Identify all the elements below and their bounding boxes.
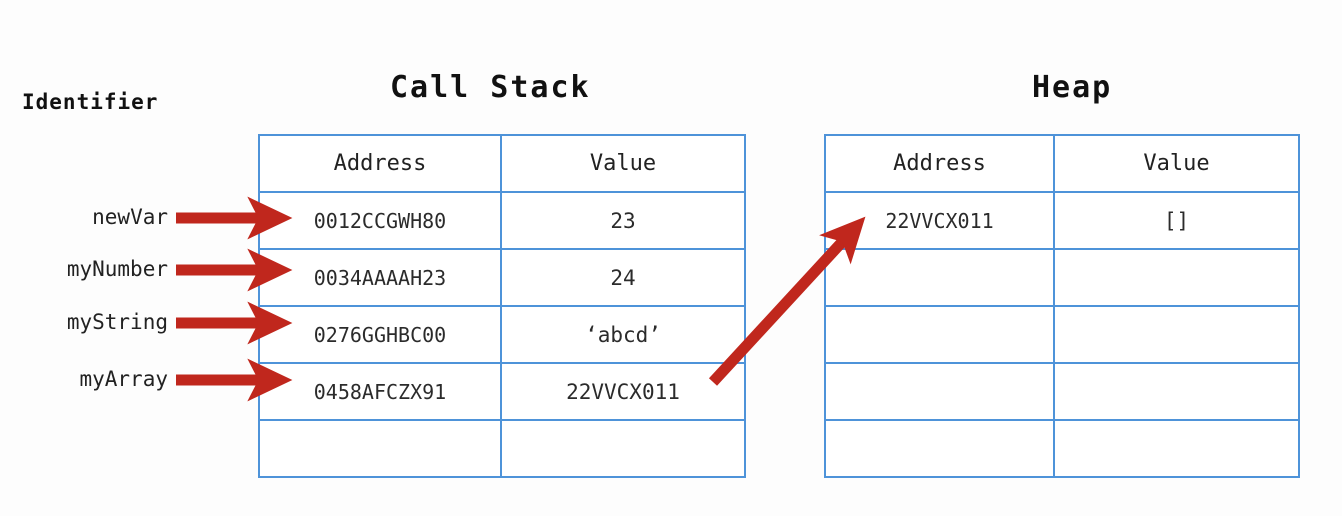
identifier-label-mystring: myString: [66, 310, 168, 334]
call-stack-value-3: 22VVCX011: [500, 362, 746, 421]
table-row-empty: [824, 305, 1300, 364]
heap-address-0: 22VVCX011: [824, 191, 1055, 250]
table-row-empty: [824, 248, 1300, 307]
heap-header-address: Address: [824, 134, 1055, 193]
heap-address-4: [824, 419, 1055, 478]
call-stack-value-0: 23: [500, 191, 746, 250]
heap-table: Address Value 22VVCX011 []: [824, 134, 1300, 478]
call-stack-value-4: [500, 419, 746, 478]
table-row: 0012CCGWH80 23: [258, 191, 746, 250]
call-stack-address-1: 0034AAAAH23: [258, 248, 502, 307]
table-row: 0276GGHBC00 ‘abcd’: [258, 305, 746, 364]
call-stack-address-3: 0458AFCZX91: [258, 362, 502, 421]
table-header-row: Address Value: [258, 134, 746, 193]
table-header-row: Address Value: [824, 134, 1300, 193]
heap-value-1: [1053, 248, 1300, 307]
identifier-heading: Identifier: [22, 90, 159, 114]
heap-value-4: [1053, 419, 1300, 478]
call-stack-header-address: Address: [258, 134, 502, 193]
identifier-label-mynumber: myNumber: [66, 257, 168, 281]
table-row: 0458AFCZX91 22VVCX011: [258, 362, 746, 421]
identifier-label-newvar: newVar: [92, 205, 168, 229]
heap-value-0: []: [1053, 191, 1300, 250]
call-stack-address-4: [258, 419, 502, 478]
heap-value-2: [1053, 305, 1300, 364]
heap-address-1: [824, 248, 1055, 307]
call-stack-header-value: Value: [500, 134, 746, 193]
table-row: 22VVCX011 []: [824, 191, 1300, 250]
heap-header-value: Value: [1053, 134, 1300, 193]
call-stack-value-2: ‘abcd’: [500, 305, 746, 364]
heap-address-2: [824, 305, 1055, 364]
call-stack-address-0: 0012CCGWH80: [258, 191, 502, 250]
identifier-label-myarray: myArray: [79, 367, 168, 391]
call-stack-value-1: 24: [500, 248, 746, 307]
call-stack-table: Address Value 0012CCGWH80 23 0034AAAAH23…: [258, 134, 746, 478]
heap-title: Heap: [1032, 70, 1113, 105]
table-row-empty: [258, 419, 746, 478]
table-row-empty: [824, 419, 1300, 478]
heap-address-3: [824, 362, 1055, 421]
call-stack-title: Call Stack: [390, 70, 591, 105]
table-row-empty: [824, 362, 1300, 421]
table-row: 0034AAAAH23 24: [258, 248, 746, 307]
heap-value-3: [1053, 362, 1300, 421]
call-stack-address-2: 0276GGHBC00: [258, 305, 502, 364]
